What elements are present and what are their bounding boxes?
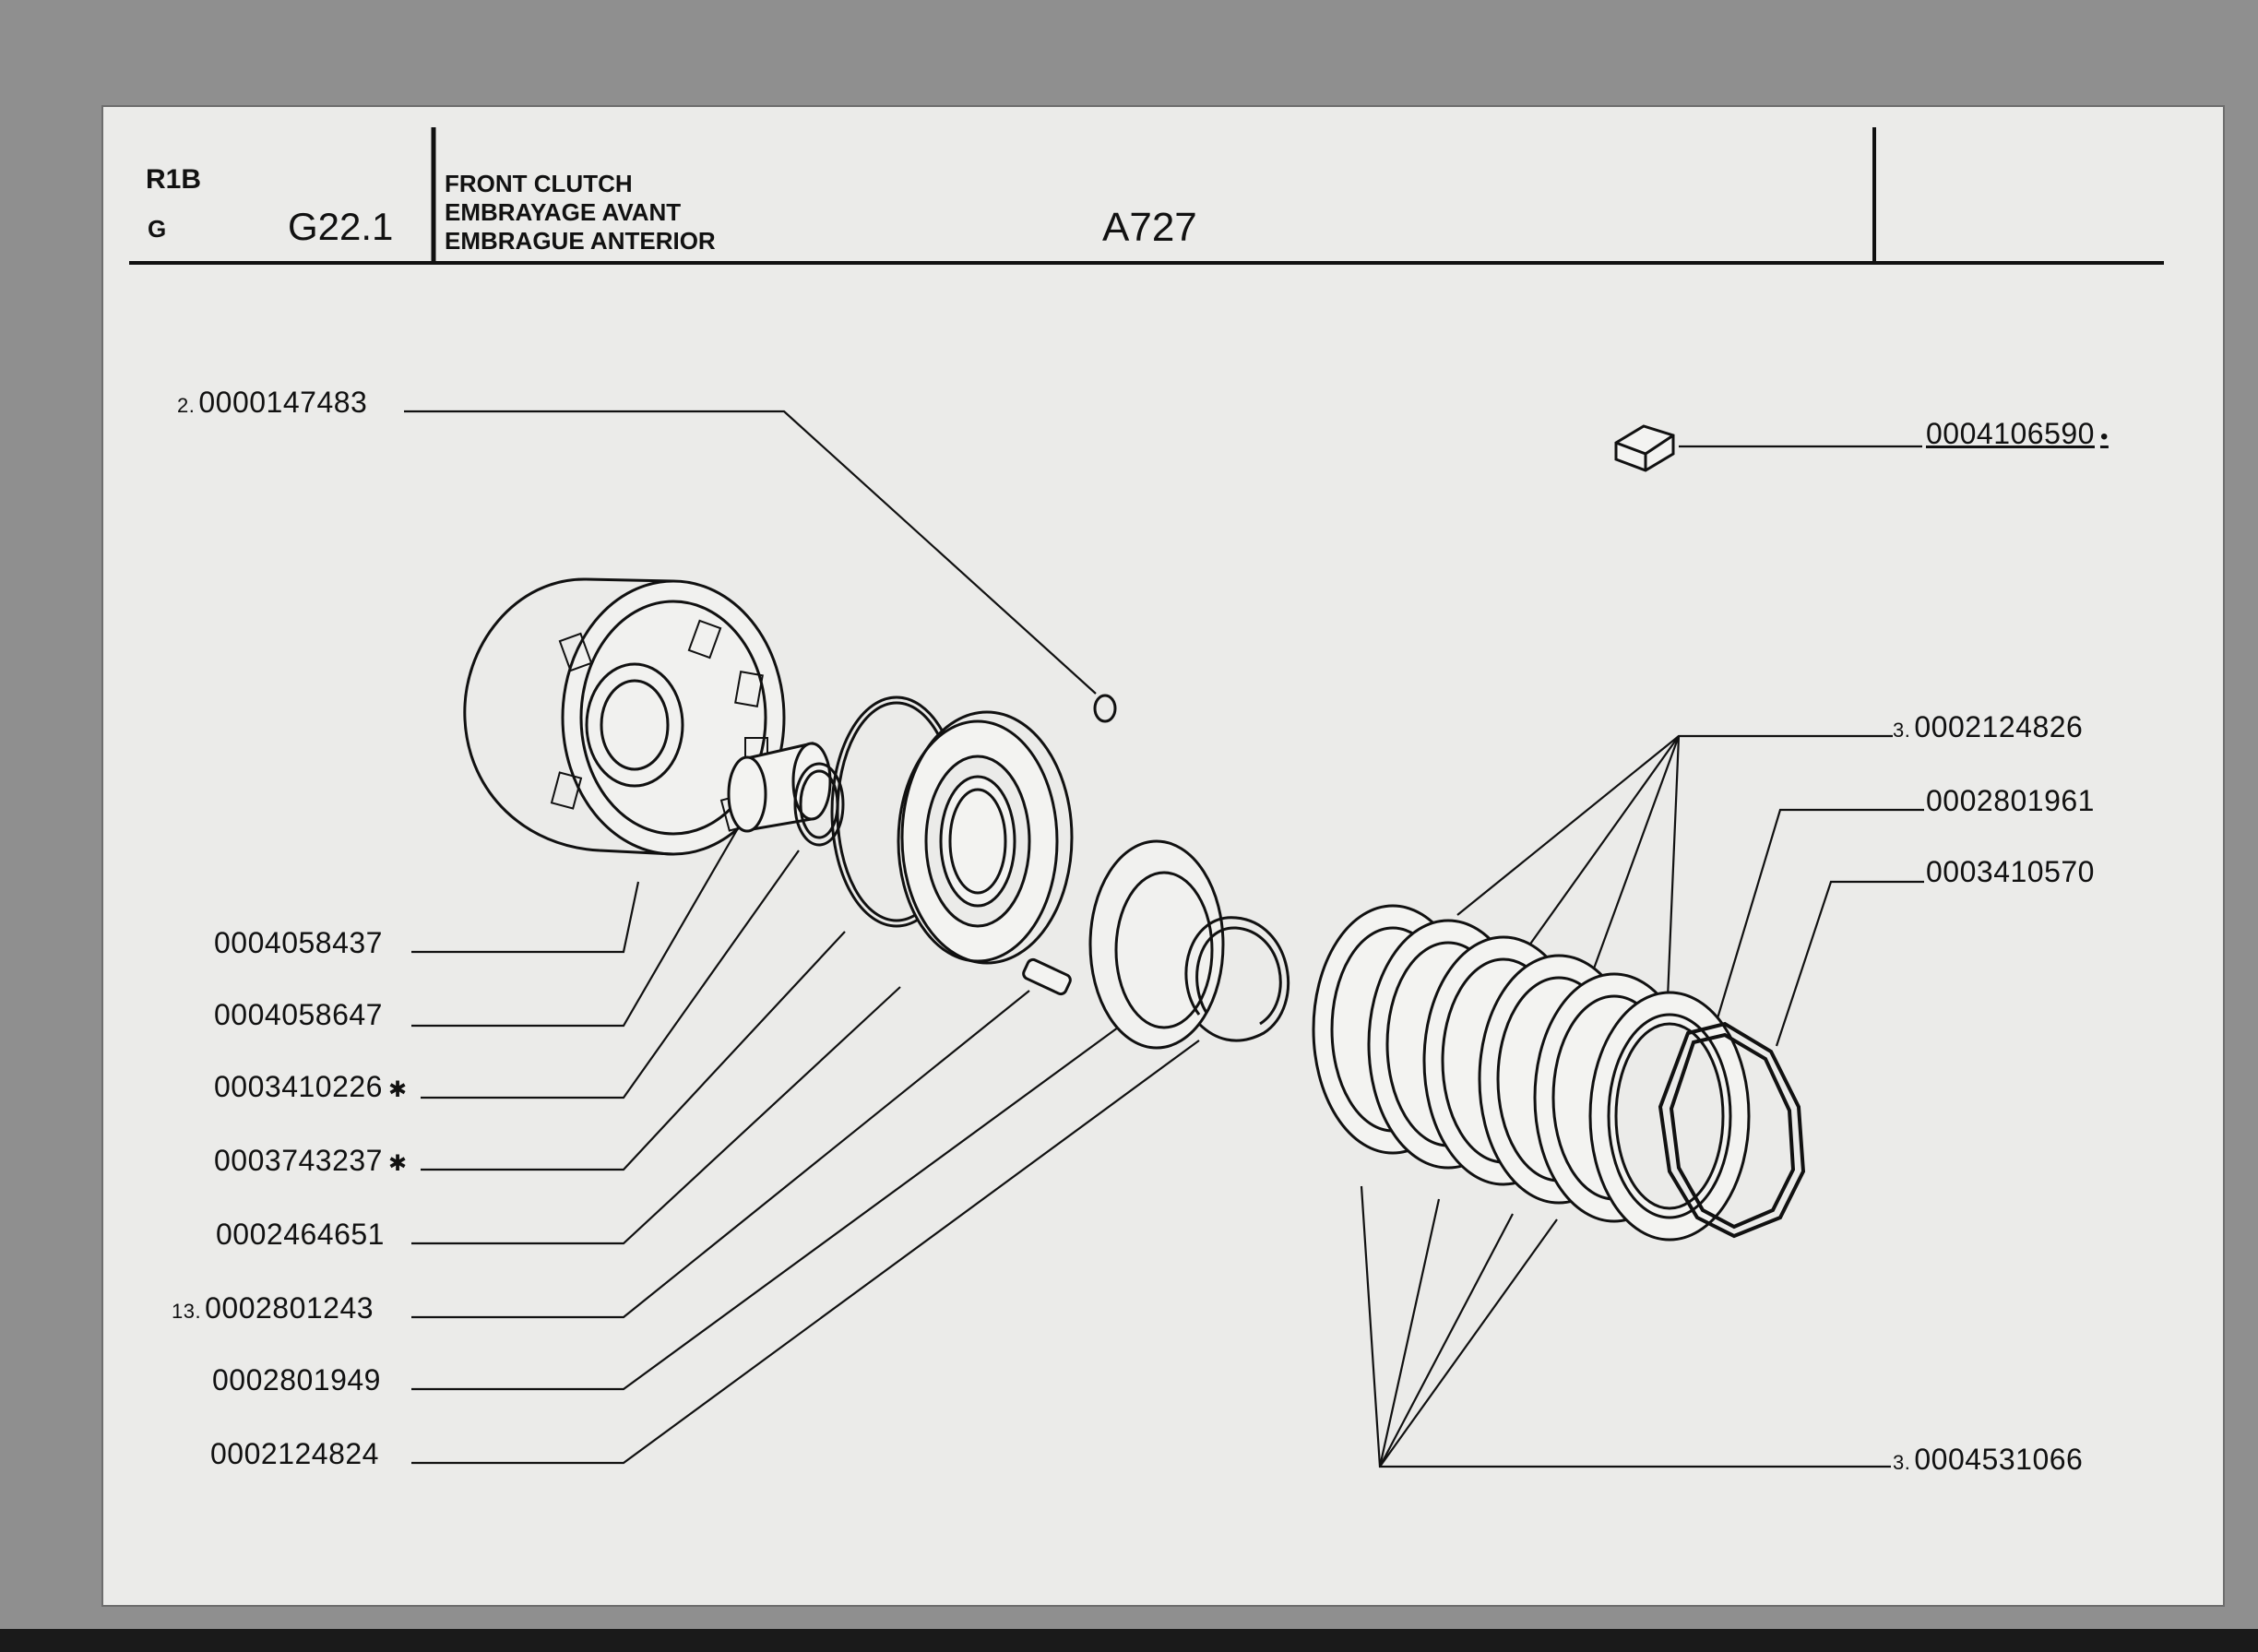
callout-0000147483: 2.0000147483 (177, 386, 367, 420)
leader-0004531066-d (1379, 1218, 1558, 1468)
callout-0002464651: 0002464651 (216, 1218, 385, 1252)
marker: ✱ (387, 1151, 408, 1176)
part-number: 0003410570 (1926, 855, 2095, 888)
leader-0002801961 (1716, 808, 1924, 1019)
leader-0002124826-c (1592, 735, 1681, 969)
leader-0000147483 (404, 410, 1097, 695)
part-number: 0002464651 (216, 1218, 385, 1251)
callout-0004058647: 0004058647 (214, 998, 383, 1032)
callout-0004531066: 3.0004531066 (1893, 1443, 2083, 1477)
part-number: 0002801961 (1926, 784, 2095, 817)
leader-0004531066-c (1379, 1213, 1514, 1468)
leader-lines (404, 410, 1924, 1468)
leader-0002124826-d (1666, 735, 1681, 999)
quantity: 13. (172, 1300, 202, 1323)
drawing-reference: A727 (1102, 205, 1197, 250)
marker: • (2099, 424, 2109, 449)
part-number: 0002124824 (210, 1437, 379, 1470)
leader-0002464651 (411, 986, 901, 1245)
section-code: G (148, 215, 167, 243)
hub-sleeve (727, 742, 832, 833)
title-spanish: EMBRAGUE ANTERIOR (445, 227, 716, 255)
callout-0002801949: 0002801949 (212, 1363, 381, 1397)
leader-0004058647 (411, 827, 739, 1028)
part-number: 0003743237 (214, 1144, 383, 1177)
callout-0002801961: 0002801961 (1926, 784, 2095, 818)
callout-0004058437: 0004058437 (214, 926, 383, 960)
header-rules (129, 127, 2164, 265)
callout-0004106590: 0004106590• (1926, 417, 2109, 451)
part-number: 0002124826 (1914, 710, 2084, 743)
leader-0002124824 (411, 1040, 1200, 1465)
callout-0002124824: 0002124824 (210, 1437, 379, 1471)
leader-0002124826-b (1521, 735, 1680, 957)
clutch-plates-stack (1312, 904, 1751, 1242)
group-code: G22.1 (288, 205, 394, 248)
part-number: 0000147483 (198, 386, 368, 419)
part-number: 0004531066 (1914, 1443, 2084, 1476)
part-number: 0002801949 (212, 1363, 381, 1396)
leader-0002801243 (411, 990, 1030, 1319)
part-number: 0002801243 (205, 1291, 374, 1325)
quantity: 2. (177, 394, 196, 417)
callout-0002801243: 13.0002801243 (172, 1291, 374, 1325)
part-number: 0004058647 (214, 998, 383, 1031)
quantity: 3. (1893, 719, 1911, 742)
leader-0004058437 (411, 881, 640, 954)
scan-edge (0, 1629, 2258, 1652)
leader-0002801949 (411, 1027, 1119, 1391)
part-number: 0003410226 (214, 1070, 383, 1103)
leader-0003410226 (421, 850, 800, 1099)
leader-0003743237 (421, 931, 846, 1171)
shim-block (1614, 424, 1675, 472)
part-number: 0004058437 (214, 926, 383, 959)
piston (897, 710, 1074, 965)
return-spring-pin (1022, 957, 1072, 996)
leader-0004531066 (1360, 1185, 1891, 1468)
quantity: 3. (1893, 1451, 1911, 1474)
leader-0003410570 (1775, 880, 1924, 1047)
marker: ✱ (387, 1077, 408, 1102)
callout-0003410226: 0003410226✱ (214, 1070, 408, 1104)
part-number: 0004106590 (1926, 417, 2095, 450)
callout-0002124826: 3.0002124826 (1893, 710, 2083, 744)
callout-0003743237: 0003743237✱ (214, 1144, 408, 1178)
title-english: FRONT CLUTCH (445, 170, 633, 197)
title-french: EMBRAYAGE AVANT (445, 198, 682, 226)
spring-retainer (1088, 839, 1225, 1050)
model-code: R1B (146, 164, 202, 195)
pressure-plate-ring (1658, 1021, 1806, 1239)
callout-0003410570: 0003410570 (1926, 855, 2095, 889)
o-ring-small (1093, 694, 1117, 723)
leader-0004531066-b (1378, 1198, 1441, 1468)
snap-ring (1184, 916, 1290, 1042)
